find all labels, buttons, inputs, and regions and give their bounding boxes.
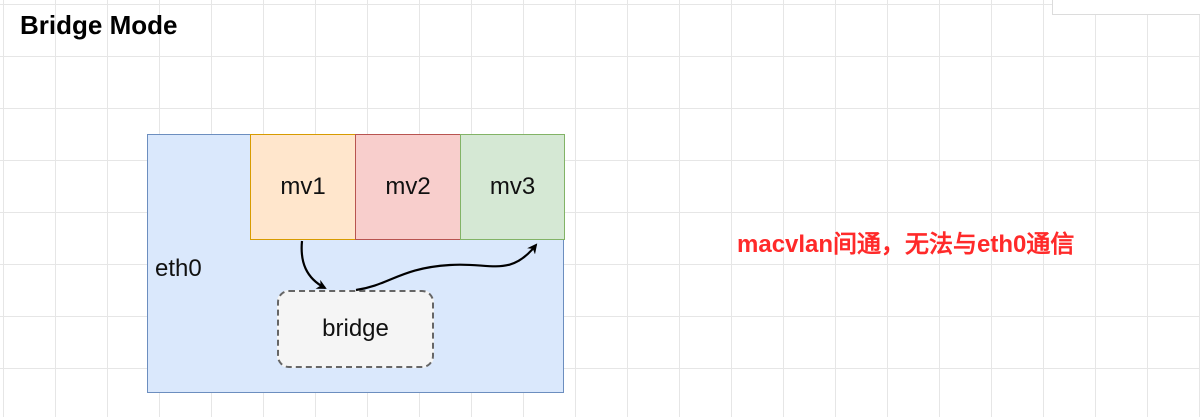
eth0-label: eth0 xyxy=(155,255,202,282)
annotation-note: macvlan间通，无法与eth0通信 xyxy=(737,231,1075,258)
mv1-node[interactable]: mv1 xyxy=(250,134,356,240)
mv3-label: mv3 xyxy=(489,173,536,200)
mv3-node[interactable]: mv3 xyxy=(460,134,565,240)
corner-panel xyxy=(1052,0,1200,15)
mv2-node[interactable]: mv2 xyxy=(355,134,461,240)
bridge-node[interactable]: bridge xyxy=(277,290,434,368)
edge-mv1-to-bridge xyxy=(300,240,327,289)
mv2-label: mv2 xyxy=(385,173,431,200)
bridge-label: bridge xyxy=(322,315,389,342)
edge-bridge-to-mv3 xyxy=(355,243,538,292)
diagram-title: Bridge Mode xyxy=(20,10,178,40)
mv1-label: mv1 xyxy=(280,173,326,200)
